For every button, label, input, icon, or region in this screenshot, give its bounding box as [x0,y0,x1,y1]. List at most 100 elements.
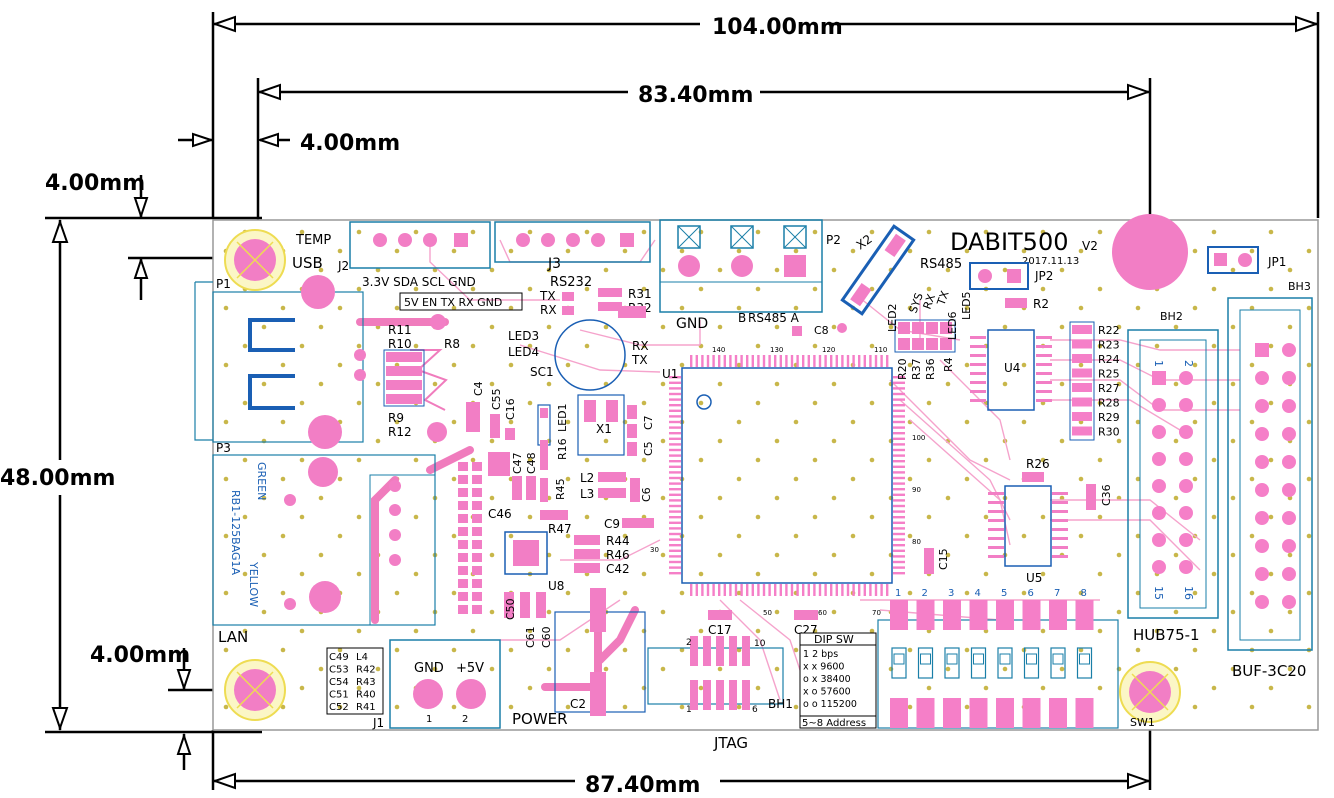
u1-pin [874,355,878,367]
label-led1: LED1 [556,403,569,432]
via-dot [1268,457,1274,463]
u1-pin [669,527,681,530]
pad-r10 [354,349,366,361]
via-dot [755,628,761,634]
u4-pin [970,372,986,375]
via-dot [736,419,742,425]
sw-pad-bottom [1049,698,1067,728]
pin-120: 120 [822,346,835,354]
u1-pin [729,584,732,596]
lr-label: L4 [356,652,368,663]
via-dot [793,305,799,311]
via-dot [736,248,742,254]
via-dot [755,571,761,577]
via-dot [1287,324,1293,330]
power-pin-1 [413,679,443,709]
u1-pin [723,355,726,367]
u1-pin [893,376,905,379]
label-r36: R36 [924,358,937,380]
u1-pin [846,355,850,367]
via-dot [1192,590,1198,596]
jtag-pin [690,680,698,710]
label-buf: BUF-3C20 [1232,662,1306,680]
resistor-pad [1072,325,1092,334]
via-dot [679,590,685,596]
via-dot [1116,438,1122,444]
via-dot [793,704,799,710]
via-dot [299,229,305,235]
via-dot [565,704,571,710]
via-dot [546,666,552,672]
label-c42: C42 [606,562,630,576]
resistor-label: R29 [1098,411,1120,424]
via-dot [869,400,875,406]
u1-pin [690,355,693,367]
label-c46: C46 [488,507,512,521]
inductors-l2-l3 [598,472,626,498]
connector-buf-inner [1239,309,1301,641]
via-dot [413,343,419,349]
via-dot [926,514,932,520]
pin-100: 100 [912,434,925,442]
sw-pad-top [996,600,1014,630]
via-dot [280,305,286,311]
u1-pin [669,572,681,575]
sw-knob [999,653,1011,665]
via-dot [622,647,628,653]
label-rx: RX [540,303,557,317]
hub-pin [1152,452,1166,466]
via-dot [1021,419,1027,425]
via-dot [831,495,837,501]
via-dot [603,552,609,558]
via-c8 [837,323,847,333]
u4-pin [970,336,986,339]
u1-pin [863,355,866,367]
via-dot [907,647,913,653]
sw-pad-top [943,600,961,630]
via-dot [1211,457,1217,463]
u1-pin [893,409,905,412]
label-p1: P1 [216,277,231,291]
via-dot [337,704,343,710]
via-dot [489,609,495,615]
via-dot [736,590,742,596]
via-dot [1249,533,1255,539]
via-dot [1306,362,1312,368]
u1-pin [802,355,805,367]
via-dot [1078,476,1084,482]
pad [458,579,468,588]
via-dot [945,666,951,672]
pad-c27 [794,610,818,620]
via-dot [1097,571,1103,577]
pin-50: 50 [763,609,772,617]
via-dot [774,495,780,501]
pad [472,566,482,575]
u1-pin [893,560,905,564]
resistor-label: R28 [1098,397,1120,410]
hub-pin [1179,560,1193,574]
label-j3-pins: 5V EN TX RX GND [404,296,502,309]
chip-u4 [987,329,1035,411]
u5-pin [1052,555,1068,558]
via-dot [1078,362,1084,368]
u5-pin [988,501,1004,504]
hub-pin [1179,479,1193,493]
via-dot [394,305,400,311]
board-version: V2 [1082,239,1098,253]
via-dot [774,438,780,444]
connector-j2 [349,221,491,269]
label-power-5v: +5V [456,661,484,676]
u1-pin [779,355,782,367]
resistor-array-r22 [1069,321,1095,441]
u1-pin [669,488,681,491]
hub-pin [1152,371,1166,385]
via-dot [983,571,989,577]
via-dot [1287,609,1293,615]
u1-pin [779,584,782,596]
r44-r46-c42 [574,535,600,573]
via-dot [1230,495,1236,501]
via-dot [451,362,457,368]
connector-j1 [389,639,501,729]
